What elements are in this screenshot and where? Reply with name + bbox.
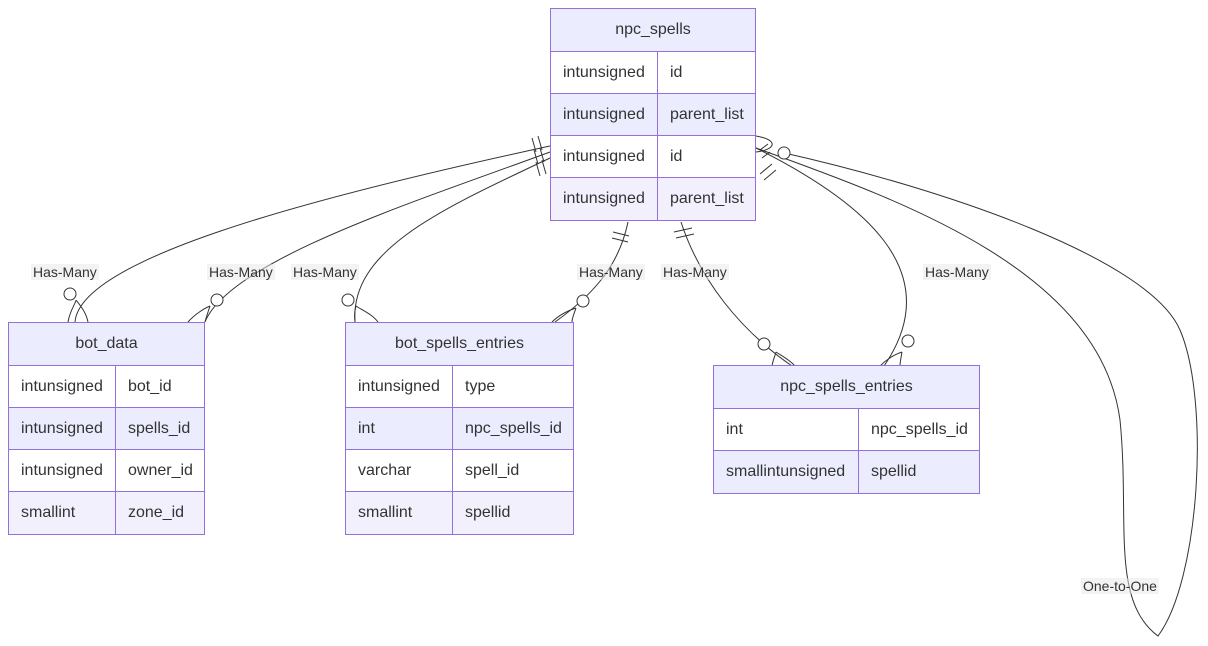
- edge-marker-bar: [537, 135, 543, 151]
- edge-npc-spells-self: [755, 135, 773, 153]
- attribute-type: varchar: [346, 450, 453, 491]
- edge-npc-spells-bot-spells-entries-1: [354, 157, 551, 323]
- attribute-name: npc_spells_id: [465, 420, 562, 437]
- edge-marker-bar: [761, 151, 771, 159]
- edge-marker-bar: [763, 169, 777, 181]
- attribute-name: npc_spells_id: [871, 421, 968, 438]
- relationship-label-bot-spells-entries-1: Has-Many: [291, 264, 359, 280]
- attribute-name: zone_id: [128, 504, 185, 521]
- attribute-row: varchar spell_id: [346, 450, 573, 492]
- attribute-type: int: [346, 408, 453, 449]
- edge-marker-bar: [675, 233, 695, 239]
- entity-bot-data[interactable]: bot_data intunsigned bot_id intunsigned …: [8, 322, 205, 535]
- attribute-type: intunsigned: [551, 94, 658, 135]
- entity-npc-spells[interactable]: npc_spells intunsigned id intunsigned pa…: [550, 8, 756, 221]
- attribute-type: intunsigned: [346, 366, 453, 407]
- attribute-name: spell_id: [465, 462, 520, 479]
- attribute-type: intunsigned: [9, 408, 116, 449]
- edge-npc-spells-one-to-one: [755, 147, 1198, 637]
- relationship-label-npc-spells-entries-2: Has-Many: [923, 264, 991, 280]
- attribute-row: intunsigned id: [551, 136, 755, 178]
- attribute-type: intunsigned: [551, 136, 658, 177]
- entity-title: npc_spells: [551, 9, 755, 52]
- edge-marker-bar: [759, 143, 769, 151]
- attribute-name: id: [670, 64, 683, 81]
- attribute-row: intunsigned bot_id: [9, 366, 204, 408]
- edge-marker-crowfoot: [187, 305, 211, 323]
- attribute-row: smallint spellid: [346, 492, 573, 534]
- attribute-type: int: [714, 409, 859, 450]
- attribute-name: spellid: [871, 463, 917, 480]
- edge-marker-circle: [210, 293, 224, 307]
- edge-marker-crowfoot: [67, 299, 89, 323]
- entity-npc-spells-entries[interactable]: npc_spells_entries int npc_spells_id sma…: [713, 365, 980, 494]
- edge-marker-bar: [541, 159, 547, 175]
- edge-marker-bar: [535, 161, 541, 177]
- attribute-row: intunsigned parent_list: [551, 178, 755, 220]
- attribute-row: intunsigned parent_list: [551, 94, 755, 136]
- attribute-name: type: [465, 378, 496, 395]
- attribute-name: parent_list: [670, 106, 744, 123]
- entity-bot-spells-entries[interactable]: bot_spells_entries intunsigned type int …: [345, 322, 574, 535]
- attribute-name: spells_id: [128, 420, 191, 437]
- edge-marker-crowfoot: [771, 351, 796, 367]
- edge-marker-circle: [341, 293, 355, 307]
- edge-marker-circle: [901, 334, 915, 348]
- edge-marker-crowfoot: [354, 305, 379, 323]
- relationship-label-npc-spells-entries-1: Has-Many: [661, 264, 729, 280]
- attribute-type: intunsigned: [551, 52, 658, 93]
- edge-marker-circle: [576, 294, 590, 308]
- edge-npc-spells-npc-spells-entries-1: [680, 221, 793, 367]
- edge-npc-spells-npc-spells-entries-2: [755, 147, 907, 367]
- attribute-name: bot_id: [128, 378, 172, 395]
- edge-marker-bar: [759, 163, 773, 175]
- attribute-row: smallint zone_id: [9, 492, 204, 534]
- edge-marker-bar: [533, 149, 539, 165]
- edge-marker-bar: [539, 147, 545, 163]
- edge-marker-bar: [612, 231, 630, 237]
- relationship-label-bot-data-2: Has-Many: [207, 264, 275, 280]
- attribute-name: owner_id: [128, 462, 193, 479]
- entity-title: npc_spells_entries: [714, 366, 979, 409]
- edge-marker-bar: [673, 227, 693, 233]
- attribute-type: intunsigned: [9, 366, 116, 407]
- attribute-name: parent_list: [670, 190, 744, 207]
- entity-title: bot_data: [9, 323, 204, 366]
- edge-marker-circle: [63, 287, 77, 301]
- attribute-row: intunsigned type: [346, 366, 573, 408]
- attribute-type: smallint: [9, 492, 116, 534]
- edge-marker-crowfoot: [551, 307, 577, 323]
- attribute-row: int npc_spells_id: [346, 408, 573, 450]
- edge-npc-spells-bot-data-1: [74, 145, 551, 323]
- edge-marker-bar: [531, 137, 537, 153]
- attribute-row: smallintunsigned spellid: [714, 451, 979, 493]
- attribute-name: id: [670, 148, 683, 165]
- relationship-label-bot-spells-entries-2: Has-Many: [577, 264, 645, 280]
- attribute-type: smallint: [346, 492, 453, 534]
- attribute-row: int npc_spells_id: [714, 409, 979, 451]
- edge-marker-crowfoot: [879, 351, 903, 367]
- relationship-label-bot-data-1: Has-Many: [31, 264, 99, 280]
- attribute-type: smallintunsigned: [714, 451, 859, 493]
- attribute-type: intunsigned: [9, 450, 116, 491]
- edge-npc-spells-bot-data-2: [204, 151, 551, 323]
- attribute-name: spellid: [465, 504, 511, 521]
- entity-title: bot_spells_entries: [346, 323, 573, 366]
- attribute-type: intunsigned: [551, 178, 658, 220]
- attribute-row: intunsigned id: [551, 52, 755, 94]
- attribute-row: intunsigned owner_id: [9, 450, 204, 492]
- relationship-label-one-to-one: One-to-One: [1081, 578, 1159, 594]
- attribute-row: intunsigned spells_id: [9, 408, 204, 450]
- edge-marker-circle: [757, 337, 771, 351]
- edge-marker-bar: [611, 237, 629, 243]
- edge-marker-circle: [777, 146, 791, 160]
